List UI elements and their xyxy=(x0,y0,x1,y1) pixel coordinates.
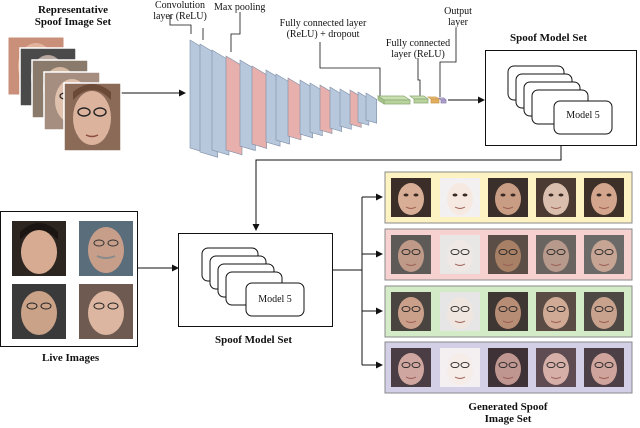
conv-pointer xyxy=(169,15,192,34)
cnn-layer-slab xyxy=(225,55,243,156)
generated-spoof-title: Generated Spoof Image Set xyxy=(468,401,548,425)
cnn-layer-slab xyxy=(251,65,268,149)
live-face-3 xyxy=(12,284,66,339)
representative-title: Representative Spoof Image Set xyxy=(34,4,112,28)
live-face-2 xyxy=(79,221,133,276)
generated-face-thumbnail xyxy=(536,235,576,274)
generated-face-thumbnail xyxy=(391,235,431,274)
generated-face-thumbnail xyxy=(440,348,480,387)
generated-face-thumbnail xyxy=(584,235,624,274)
model5-mid-label: Model 5 xyxy=(258,294,292,305)
generated-face-thumbnail xyxy=(488,292,528,331)
cnn-layer-slab xyxy=(299,79,313,139)
fc-blocks xyxy=(376,95,447,105)
fc-dropout-label: Fully connected layer (ReLU) + dropout xyxy=(279,18,367,40)
spoof-model-set-mid-title: Spoof Model Set xyxy=(215,334,292,346)
generated-face-thumbnail xyxy=(440,235,480,274)
generated-face-thumbnail xyxy=(488,178,528,217)
generated-face-thumbnail xyxy=(391,292,431,331)
fc-dropout-pointer xyxy=(319,42,381,96)
live-face-1 xyxy=(12,221,66,276)
arrow-model-down xyxy=(252,145,562,231)
generated-face-thumbnail xyxy=(440,178,480,217)
fc-relu-pointer xyxy=(417,58,421,96)
live-images-title: Live Images xyxy=(42,352,100,364)
cnn-layer-slab xyxy=(365,92,378,124)
cnn-layer-slab xyxy=(275,73,290,145)
cnn-layer-slab xyxy=(319,84,333,135)
fc-relu-label: Fully connected layer (ReLU) xyxy=(385,38,451,60)
max-pooling-label: Max pooling xyxy=(214,2,266,13)
generated-face-thumbnail xyxy=(488,348,528,387)
generated-face-thumbnail xyxy=(536,292,576,331)
output-layer-label: Output layer xyxy=(444,6,472,28)
pool-pointer xyxy=(230,12,241,52)
cnn-layer-slab xyxy=(211,49,230,156)
generated-face-thumbnail xyxy=(488,235,528,274)
generated-face-thumbnail xyxy=(584,292,624,331)
generated-face-thumbnail xyxy=(536,178,576,217)
face-photo-5 xyxy=(63,82,122,152)
cnn-layer-slab xyxy=(339,88,352,130)
cnn-layer-slab xyxy=(329,86,342,132)
cnn-layer-slab xyxy=(309,82,323,137)
cnn-layer-slab xyxy=(239,59,256,152)
model5-top-label: Model 5 xyxy=(566,110,600,121)
generated-face-thumbnail xyxy=(536,348,576,387)
generated-face-thumbnail xyxy=(391,348,431,387)
conv-layer-label: Convolution layer (ReLU) xyxy=(153,0,207,22)
generated-face-thumbnail xyxy=(440,292,480,331)
cnn-layer-slab xyxy=(287,77,302,141)
generated-face-thumbnail xyxy=(391,178,431,217)
live-face-4 xyxy=(79,284,133,339)
output-pointer xyxy=(439,28,457,97)
spoof-model-set-top-title: Spoof Model Set xyxy=(510,32,587,44)
generated-face-thumbnail xyxy=(584,178,624,217)
generated-face-thumbnail xyxy=(584,348,624,387)
